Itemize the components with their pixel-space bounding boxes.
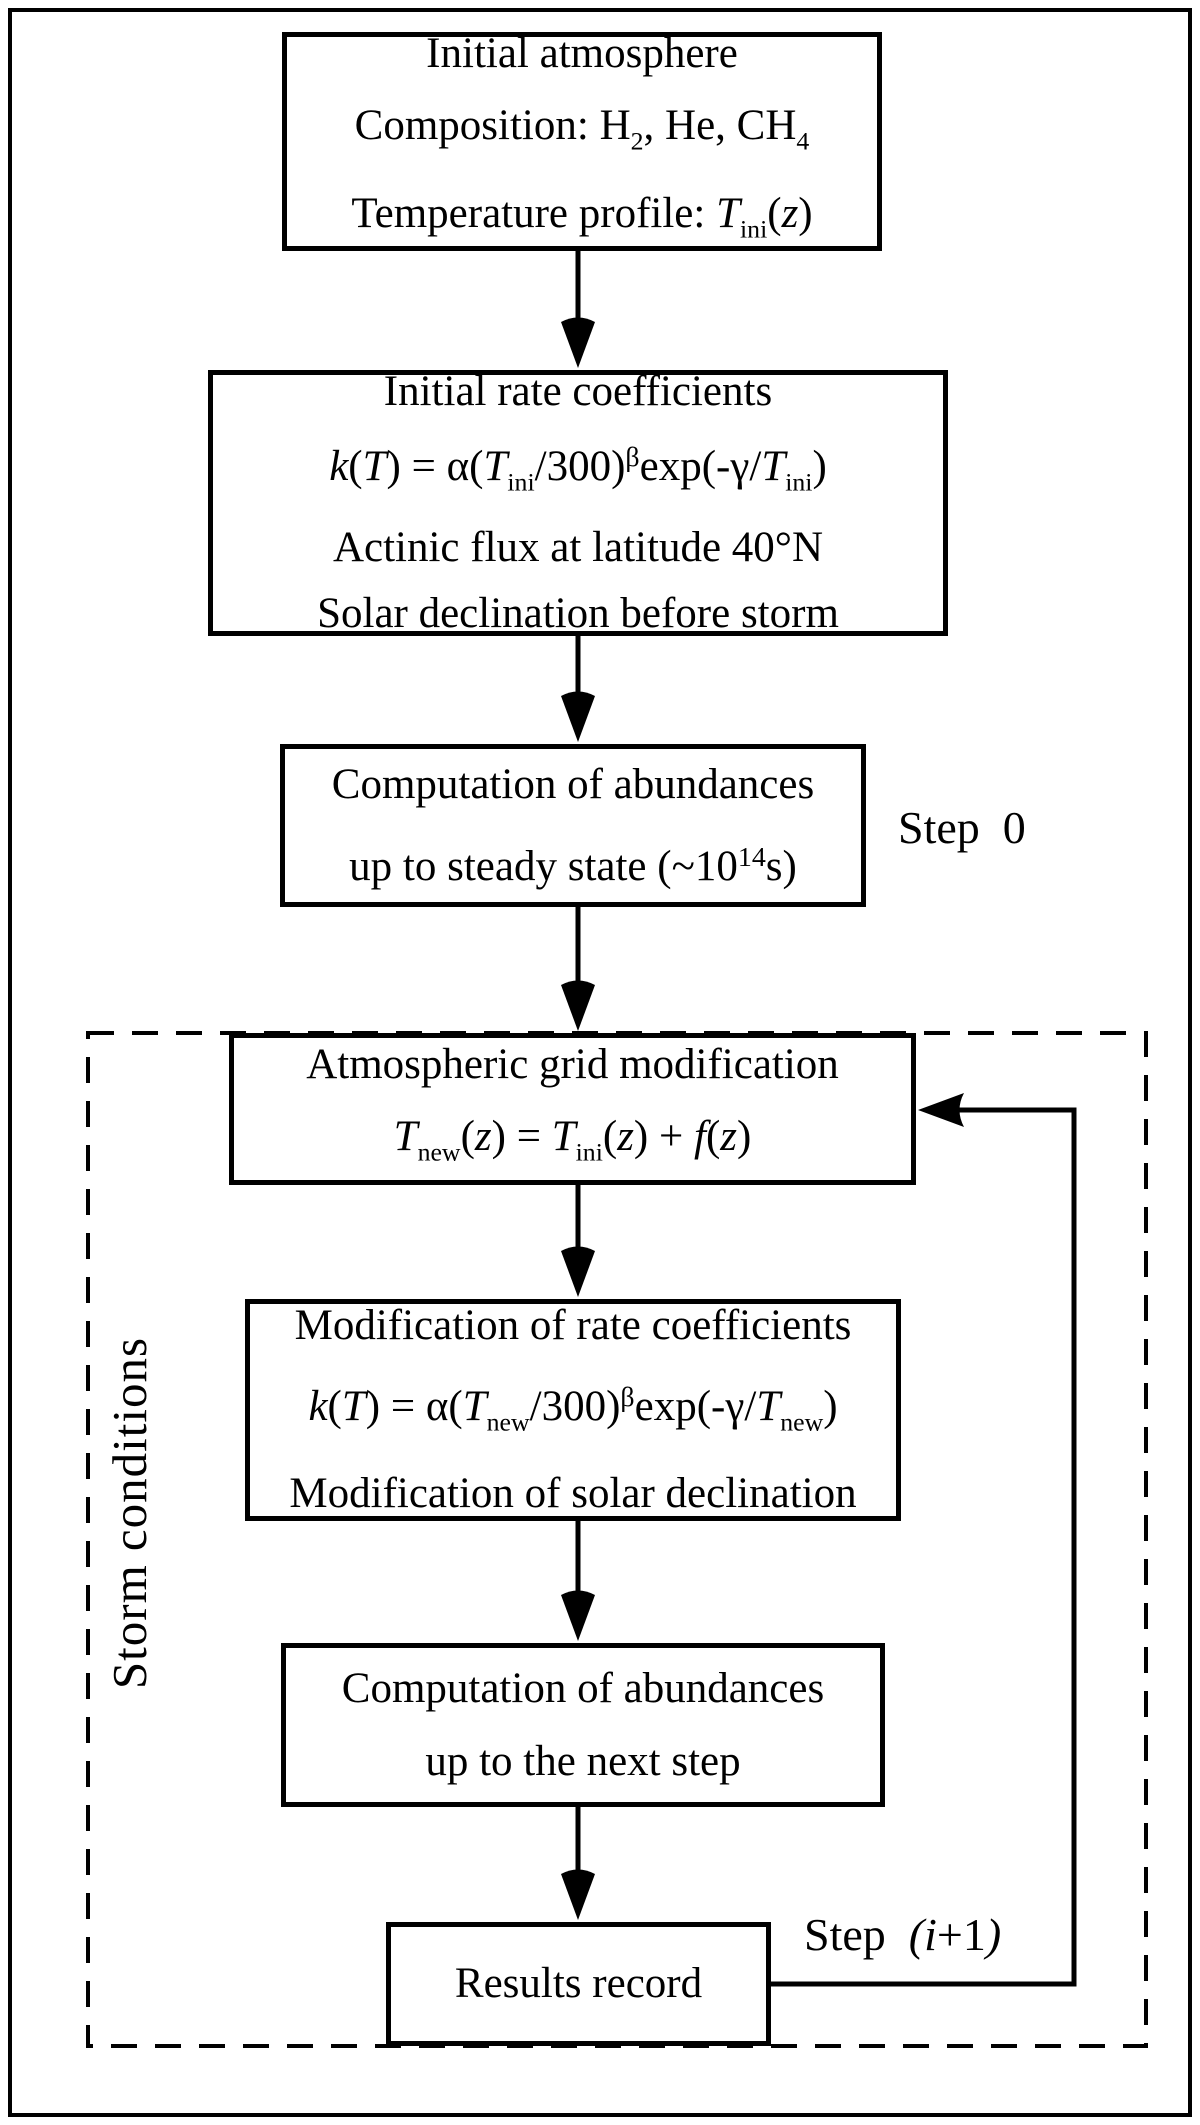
text-line: Computation of abundances [341,1665,825,1712]
box-steady-state-computation: Computation of abundances up to steady st… [280,744,866,907]
text-line: Temperature profile: Tini(z) [351,189,813,243]
storm-conditions-label: Storm conditions [102,1336,157,1690]
flow-arrow-5 [561,1521,595,1641]
text-line: Modification of rate coefficients [294,1301,852,1349]
box-rate-coefficients-modification: Modification of rate coefficients k(T) = … [245,1299,901,1521]
box-next-step-computation: Computation of abundances up to the next … [281,1643,885,1807]
feedback-loop-arrow [771,1093,1077,1987]
text-line: Initial rate coefficients [383,367,773,415]
flow-arrow-3 [561,907,595,1031]
text-line: Solar declination before storm [317,590,839,638]
flow-arrow-2 [561,636,595,742]
step-i-plus-1-label: Step (i+1) [804,1906,1001,1964]
text-line: Initial atmosphere [426,30,738,78]
text-line: Composition: H2, He, CH4 [354,102,810,156]
text-line: Actinic flux at latitude 40°N [332,524,824,572]
flow-arrow-6 [561,1807,595,1920]
figure-border [8,8,1192,2117]
text-line: Computation of abundances [331,761,815,809]
text-line: up to the next step [425,1738,741,1785]
step-0-label: Step 0 [898,802,1026,853]
flow-arrow-1 [561,251,595,368]
box-results-record: Results record [386,1922,771,2046]
text-line: Step (i+1) [804,1909,1002,1960]
box-initial-rate-coefficients: Initial rate coefficients k(T) = α(Tini/3… [208,368,948,637]
text-line: k(T) = α(Tnew/300)βexp(-γ/Tnew) [308,1381,838,1437]
flow-arrow-4 [561,1185,595,1297]
text-line: Tnew(z) = Tini(z) + f(z) [393,1113,752,1167]
text-line: Modification of solar declination [289,1470,857,1518]
text-line: Atmospheric grid modification [306,1041,839,1089]
text-line: Results record [454,1960,703,2007]
text-line: up to steady state (~1014s) [349,842,797,890]
text-line: k(T) = α(Tini/300)βexp(-γ/Tini) [329,441,827,497]
